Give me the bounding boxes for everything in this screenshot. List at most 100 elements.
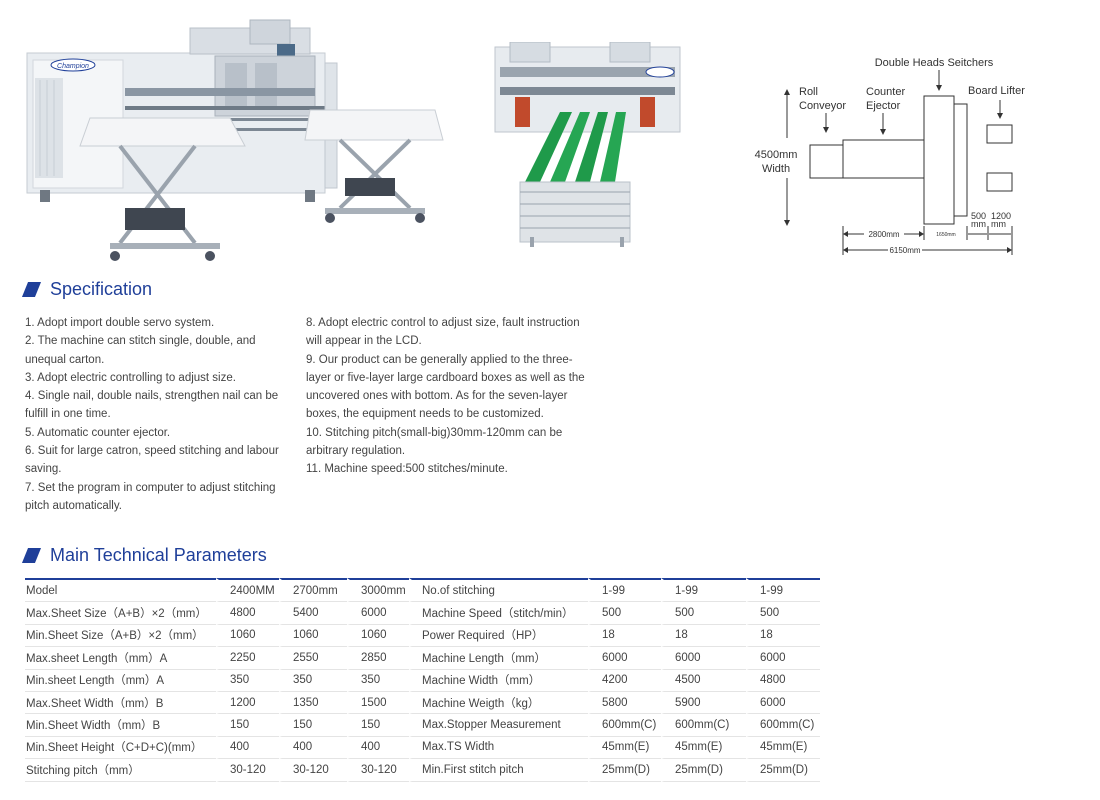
table-cell: 6000: [746, 647, 820, 670]
diagram-label-counter: Counter: [866, 86, 905, 98]
diagram-dim-1650: 1650mm: [936, 232, 955, 238]
table-cell: 1500: [347, 691, 409, 715]
table-cell: 350: [279, 669, 347, 692]
machine-photo-conveyor: [494, 42, 681, 247]
table-cell: 1060: [216, 624, 279, 648]
table-cell: 350: [347, 669, 409, 692]
table-row-label: Power Required（HP）: [409, 624, 588, 648]
table-cell: 25mm(D): [588, 759, 661, 782]
spec-item: 3. Adopt electric controlling to adjust …: [25, 371, 236, 384]
table-cell: 1-99: [746, 578, 820, 603]
table-cell: 30-120: [216, 759, 279, 782]
spec-item: 9. Our product can be generally applied …: [306, 353, 585, 421]
table-cell: 18: [746, 624, 820, 648]
table-cell: 600mm(C): [661, 714, 746, 737]
table-cell: 18: [588, 624, 661, 648]
diagram-label-width: Width: [762, 163, 790, 175]
diagram-label-double-heads: Double Heads Seitchers: [875, 57, 994, 69]
table-cell: 6000: [588, 647, 661, 670]
table-cell: 45mm(E): [588, 736, 661, 760]
table-cell: 3000mm: [347, 578, 409, 603]
diagram-label-roll: Roll: [799, 86, 818, 98]
table-cell: 30-120: [279, 759, 347, 782]
spec-item: 2. The machine can stitch single, double…: [25, 335, 256, 366]
table-cell: 6000: [347, 602, 409, 625]
table-cell: 6000: [661, 647, 746, 670]
spec-item: 6. Suit for large catron, speed stitchin…: [25, 445, 279, 476]
table-row-label: Machine Weigth（kg）: [409, 691, 588, 715]
specification-list-right: 8. Adopt electric control to adjust size…: [306, 314, 596, 479]
table-row-label: Model: [25, 578, 216, 603]
table-row-label: Min.Sheet Height（C+D+C)(mm）: [25, 737, 216, 760]
table-cell: 18: [661, 624, 746, 648]
table-row-label: No.of stitching: [409, 578, 588, 603]
table-cell: 500: [661, 602, 746, 625]
table-cell: 1060: [279, 624, 347, 648]
spec-item: 1. Adopt import double servo system.: [25, 317, 215, 329]
diagram-dim-500-unit: mm: [971, 219, 986, 229]
section-bar-icon: [21, 548, 42, 563]
table-cell: 150: [279, 714, 347, 737]
table-cell: 600mm(C): [746, 714, 820, 737]
table-cell: 400: [347, 736, 409, 760]
specification-title: Specification: [50, 279, 153, 299]
table-cell: 2250: [216, 647, 279, 670]
table-row-label: Max.TS Width: [409, 736, 588, 760]
specification-heading: Specification: [21, 279, 153, 300]
parameters-title: Main Technical Parameters: [50, 545, 267, 565]
diagram-dim-2800: 2800mm: [868, 230, 899, 239]
diagram-label-width-value: 4500mm: [755, 149, 798, 161]
table-cell: 25mm(D): [661, 759, 746, 782]
table-cell: 6000: [746, 691, 820, 715]
table-cell: 5400: [279, 602, 347, 625]
table-row-label: Machine Length（mm）: [409, 647, 588, 670]
spec-item: 11. Machine speed:500 stitches/minute.: [306, 463, 508, 476]
table-cell: 150: [347, 714, 409, 737]
table-cell: 4500: [661, 669, 746, 692]
brand-logo-text: Champion: [57, 63, 89, 70]
diagram-dim-500: 500: [971, 211, 986, 221]
table-cell: 2850: [347, 647, 409, 670]
table-cell: 1200: [216, 691, 279, 715]
table-row-label: Min.sheet Length（mm）A: [25, 670, 216, 692]
table-row-label: Machine Speed（stitch/min）: [409, 602, 588, 625]
table-cell: 600mm(C): [588, 714, 661, 737]
table-cell: 500: [588, 602, 661, 625]
table-cell: 1-99: [588, 578, 661, 603]
table-row-label: Max.sheet Length（mm）A: [25, 647, 216, 670]
parameters-heading: Main Technical Parameters: [21, 545, 267, 566]
table-cell: 1350: [279, 691, 347, 715]
spec-item: 5. Automatic counter ejector.: [25, 426, 171, 439]
table-cell: 2400MM: [216, 578, 279, 603]
diagram-label-conveyor: Conveyor: [799, 100, 846, 112]
table-row-label: Machine Width（mm）: [409, 669, 588, 692]
table-cell: 5800: [588, 691, 661, 715]
table-row-label: Stitching pitch（mm）: [25, 759, 216, 782]
table-row-label: Max.Sheet Width（mm）B: [25, 692, 216, 715]
diagram-label-board-lifter: Board Lifter: [968, 85, 1025, 97]
table-row-label: Max.Sheet Size（A+B）×2（mm）: [25, 602, 216, 625]
machine-photo-main: Champion: [26, 19, 444, 261]
table-cell: 2550: [279, 647, 347, 670]
spec-item: 7. Set the program in computer to adjust…: [25, 481, 276, 512]
table-cell: 150: [216, 714, 279, 737]
spec-item: 4. Single nail, double nails, strengthen…: [25, 390, 279, 421]
table-cell: 5900: [661, 691, 746, 715]
table-cell: 1-99: [661, 578, 746, 603]
spec-item: 10. Stitching pitch(small-big)30mm-120mm…: [306, 426, 563, 458]
section-bar-icon: [21, 282, 42, 297]
table-cell: 1060: [347, 624, 409, 648]
table-row-label: Min.Sheet Width（mm）B: [25, 714, 216, 737]
table-row-label: Min.Sheet Size（A+B）×2（mm）: [25, 625, 216, 648]
table-cell: 45mm(E): [661, 736, 746, 760]
diagram-dim-1200: 1200: [991, 211, 1011, 221]
